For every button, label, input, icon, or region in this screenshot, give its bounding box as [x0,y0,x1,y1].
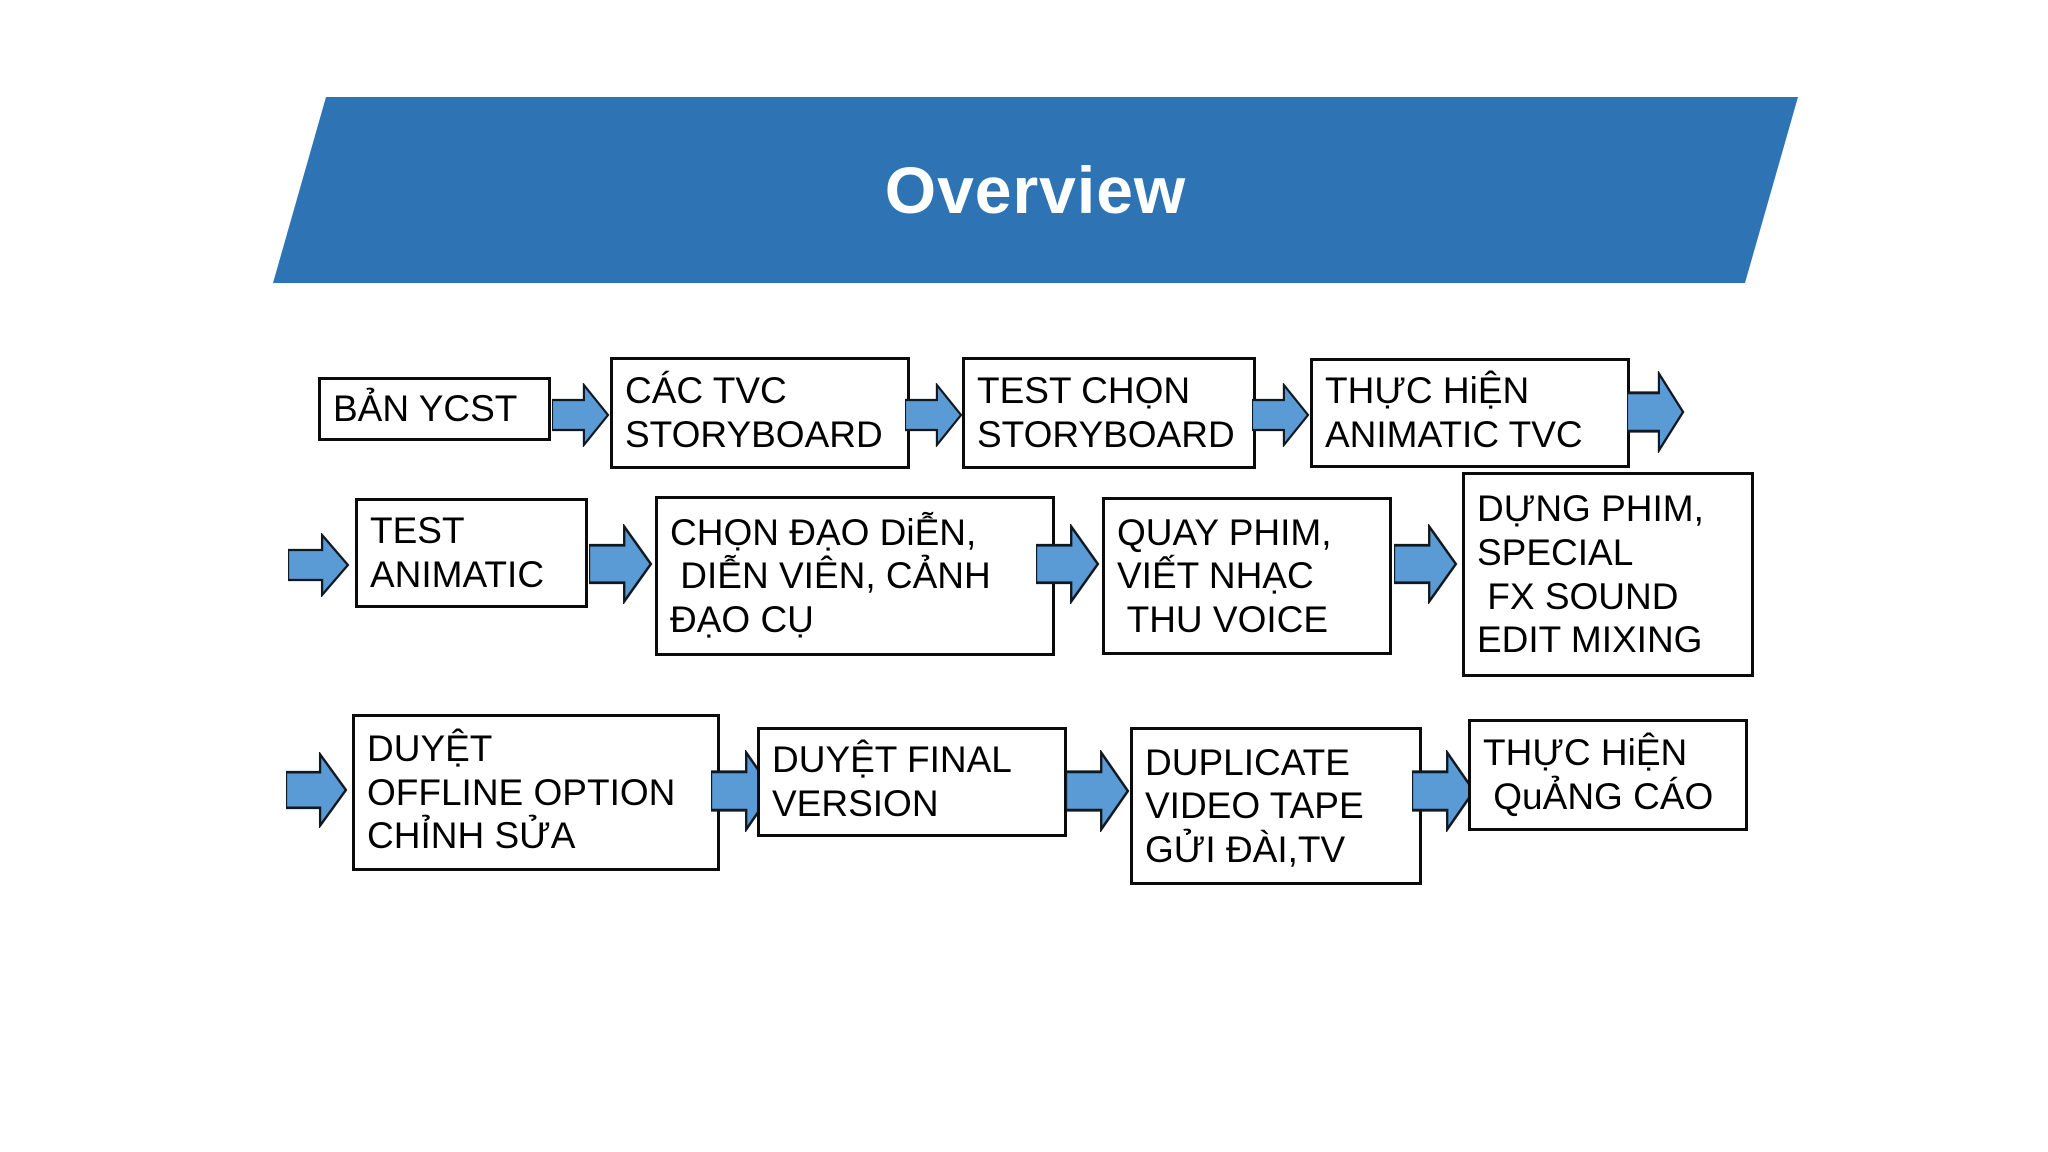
title-banner: Overview [273,97,1798,283]
flow-step-duyet-final-version: DUYỆT FINAL VERSION [757,727,1067,837]
flow-step-cac-tvc-storyboard: CÁC TVC STORYBOARD [610,357,910,469]
flow-step-chon-dao-dien: CHỌN ĐẠO DiỄN, DIỄN VIÊN, CẢNH ĐẠO CỤ [655,496,1055,656]
flow-arrow-right-icon [288,533,350,597]
flow-arrow-right-icon [1627,371,1685,453]
flow-step-label: CHỌN ĐẠO DiỄN, DIỄN VIÊN, CẢNH ĐẠO CỤ [670,511,991,640]
flow-step-label: THỰC HiỆN ANIMATIC TVC [1325,370,1583,455]
flow-arrow-right-icon [589,524,653,604]
flow-step-label: THỰC HiỆN QuẢNG CÁO [1483,732,1714,817]
flow-step-label: DUYỆT OFFLINE OPTION CHỈNH SỬA [367,728,676,857]
flow-step-label: DUYỆT FINAL VERSION [772,739,1012,824]
flow-arrow-right-icon [1252,383,1310,447]
flow-step-test-chon-storyboard: TEST CHỌN STORYBOARD [962,357,1256,469]
flow-step-label: DỰNG PHIM, SPECIAL FX SOUND EDIT MIXING [1477,488,1704,661]
flow-step-duyet-offline: DUYỆT OFFLINE OPTION CHỈNH SỬA [352,714,720,871]
flow-arrow-right-icon [1036,524,1100,604]
flow-arrow-right-icon [1394,524,1458,604]
flow-step-test-animatic: TEST ANIMATIC [355,498,588,608]
flow-step-thuc-hien-animatic-tvc: THỰC HiỆN ANIMATIC TVC [1310,358,1630,468]
flow-arrow-right-icon [1412,750,1476,832]
flow-step-label: TEST CHỌN STORYBOARD [977,370,1235,455]
flow-arrow-right-icon [286,752,348,828]
flow-step-ban-ycst: BẢN YCST [318,377,551,441]
flow-step-duplicate-video-tape: DUPLICATE VIDEO TAPE GỬI ĐÀI,TV [1130,727,1422,885]
flow-step-label: DUPLICATE VIDEO TAPE GỬI ĐÀI,TV [1145,741,1364,870]
flow-step-thuc-hien-quang-cao: THỰC HiỆN QuẢNG CÁO [1468,719,1748,831]
flow-arrow-right-icon [905,383,963,447]
flow-arrow-right-icon [552,383,610,447]
slide-title: Overview [884,153,1187,227]
flow-step-label: QUAY PHIM, VIẾT NHẠC THU VOICE [1117,511,1332,640]
flow-step-label: CÁC TVC STORYBOARD [625,370,883,455]
flow-step-label: TEST ANIMATIC [370,510,545,595]
flow-step-quay-phim: QUAY PHIM, VIẾT NHẠC THU VOICE [1102,497,1392,655]
flow-step-label: BẢN YCST [333,388,518,430]
flow-step-dung-phim: DỰNG PHIM, SPECIAL FX SOUND EDIT MIXING [1462,472,1754,677]
flow-arrow-right-icon [1066,750,1130,832]
